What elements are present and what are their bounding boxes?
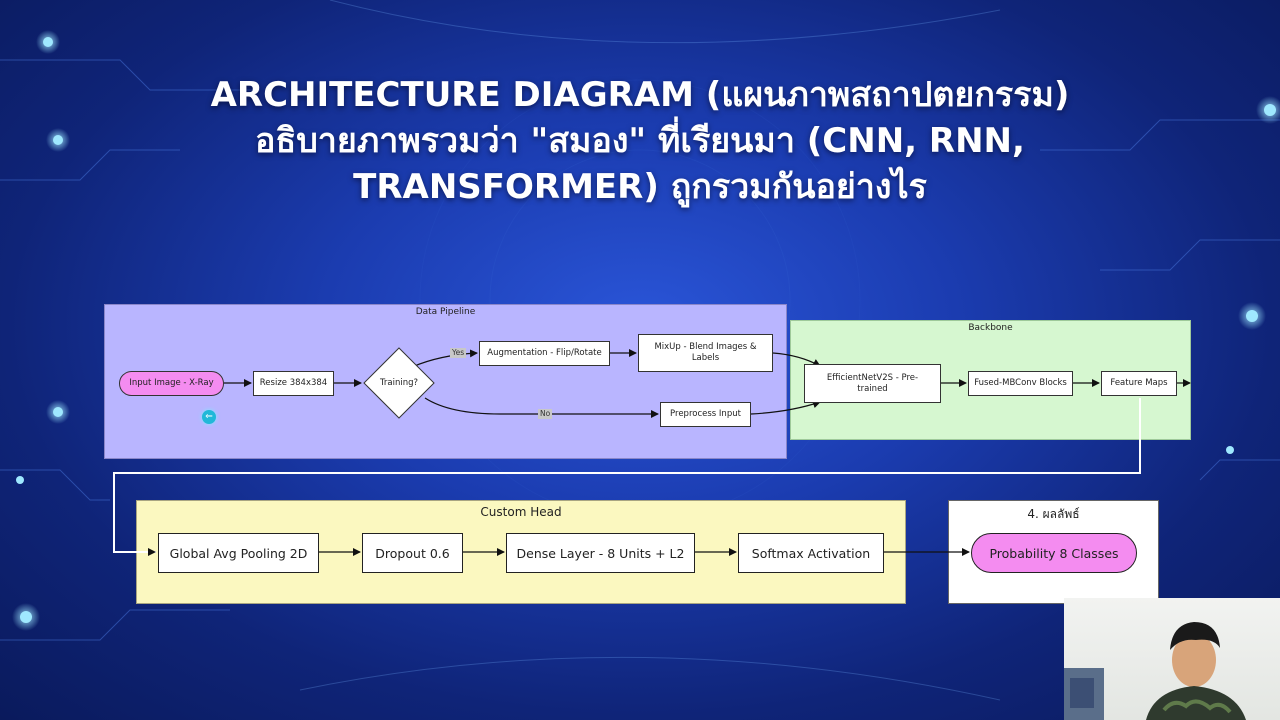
node-feature-maps[interactable]: Feature Maps xyxy=(1101,371,1177,396)
pointer-cursor-icon: ⇐ xyxy=(202,410,216,424)
edge-label-yes: Yes xyxy=(450,348,467,358)
custom-head-label: Custom Head xyxy=(480,505,562,519)
title-line-3: TRANSFORMER) ถูกรวมกันอย่างไร xyxy=(353,167,927,207)
node-fused-mbconv[interactable]: Fused-MBConv Blocks xyxy=(968,371,1073,396)
node-global-avg-pooling[interactable]: Global Avg Pooling 2D xyxy=(158,533,319,573)
edge-label-no: No xyxy=(538,409,553,419)
node-mixup[interactable]: MixUp - Blend Images & Labels xyxy=(638,334,773,372)
node-resize[interactable]: Resize 384x384 xyxy=(253,371,334,396)
node-softmax[interactable]: Softmax Activation xyxy=(738,533,884,573)
node-augmentation[interactable]: Augmentation - Flip/Rotate xyxy=(479,341,610,366)
decision-diamond-shape xyxy=(363,347,435,419)
title-line-1: ARCHITECTURE DIAGRAM (แผนภาพสถาปตยกรรม) xyxy=(210,75,1070,115)
node-dense-layer[interactable]: Dense Layer - 8 Units + L2 xyxy=(506,533,695,573)
title-line-2: อธิบายภาพรวมว่า "สมอง" ที่เรียนมา (CNN, … xyxy=(255,121,1025,161)
webcam-overlay xyxy=(1064,598,1280,720)
slide-title: ARCHITECTURE DIAGRAM (แผนภาพสถาปตยกรรม) … xyxy=(140,72,1140,210)
result-label: 4. ผลลัพธ์ xyxy=(1027,507,1080,521)
node-dropout[interactable]: Dropout 0.6 xyxy=(362,533,463,573)
training-label: Training? xyxy=(379,378,419,388)
node-preprocess[interactable]: Preprocess Input xyxy=(660,402,751,427)
node-training-decision[interactable]: Training? xyxy=(363,347,435,419)
data-pipeline-label: Data Pipeline xyxy=(415,307,476,317)
backbone-label: Backbone xyxy=(968,323,1013,333)
node-efficientnet[interactable]: EfficientNetV2S - Pre-trained xyxy=(804,364,941,403)
node-probability[interactable]: Probability 8 Classes xyxy=(971,533,1137,573)
presenter-image xyxy=(1064,622,1246,720)
node-input-image[interactable]: Input Image - X-Ray xyxy=(119,371,224,396)
